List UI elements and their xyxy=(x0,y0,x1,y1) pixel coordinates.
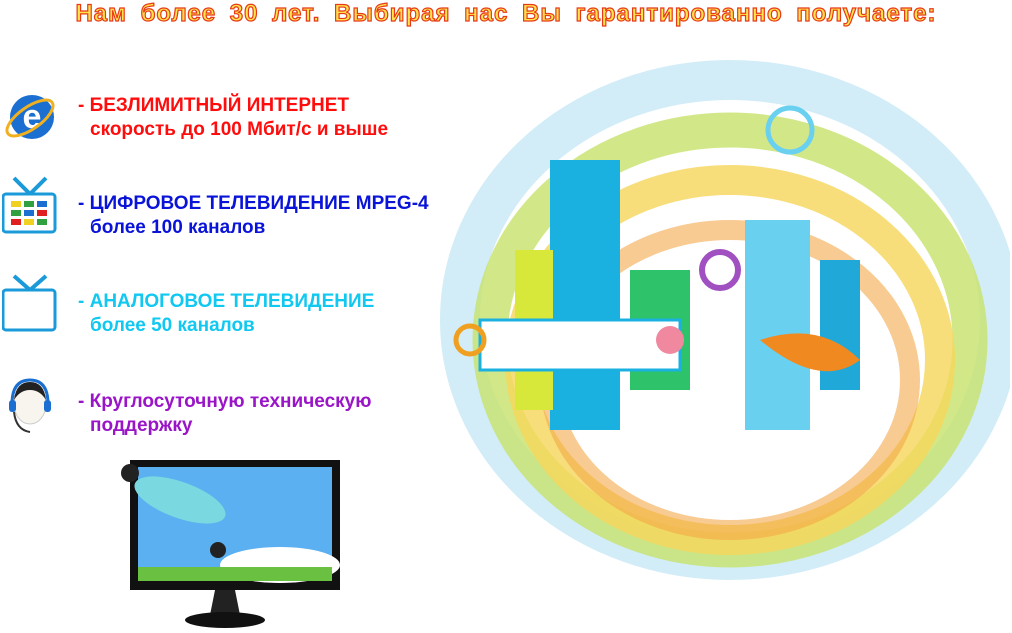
analog-tv-icon xyxy=(2,274,57,332)
feature-internet: - БЕЗЛИМИТНЫЙ ИНТЕРНЕТ скорость до 100 М… xyxy=(78,94,388,142)
feature-digital-tv: - ЦИФРОВОЕ ТЕЛЕВИДЕНИЕ MPEG-4 более 100 … xyxy=(78,192,429,240)
feature-detail: более 100 каналов xyxy=(90,217,266,238)
feature-support: - Круглосуточную техническую поддержку xyxy=(78,390,371,438)
feature-detail: поддержку xyxy=(90,415,193,436)
monitor-illustration xyxy=(121,460,340,628)
internet-explorer-icon: e xyxy=(5,95,55,139)
feature-title: - ЦИФРОВОЕ ТЕЛЕВИДЕНИЕ MPEG-4 xyxy=(78,193,429,214)
feature-title: - Круглосуточную техническую xyxy=(78,391,372,412)
city-illustration xyxy=(440,60,1010,580)
page-title: Нам более 30 лет. Выбирая нас Вы гаранти… xyxy=(75,0,937,28)
feature-title: - БЕЗЛИМИТНЫЙ ИНТЕРНЕТ xyxy=(78,95,350,116)
feature-detail: более 50 каналов xyxy=(90,315,255,336)
feature-analog-tv: - АНАЛОГОВОЕ ТЕЛЕВИДЕНИЕ более 50 канало… xyxy=(78,290,374,338)
feature-detail: скорость до 100 Мбит/с и выше xyxy=(90,119,389,140)
support-headset-icon xyxy=(9,378,51,433)
digital-tv-icon xyxy=(2,176,57,234)
feature-title: - АНАЛОГОВОЕ ТЕЛЕВИДЕНИЕ xyxy=(78,291,375,312)
